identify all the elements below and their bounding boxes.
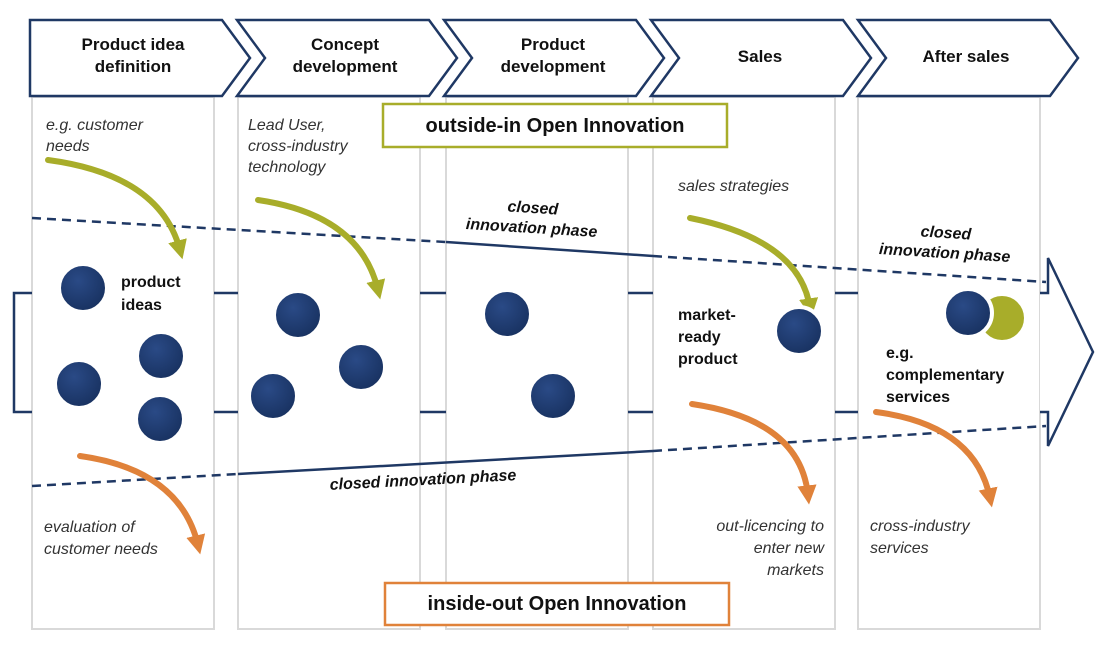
phase-chevron-4 <box>648 18 873 98</box>
lower-boundary-dashed <box>31 472 239 488</box>
column-panel-4 <box>652 96 836 630</box>
outside-in-title: outside-in Open Innovation <box>426 115 685 137</box>
idea-dot <box>135 330 187 382</box>
lower-boundary-solid <box>237 449 654 476</box>
orange-arrow-3 <box>873 409 998 508</box>
idea-dot <box>53 358 105 410</box>
idea-dot <box>57 262 109 314</box>
idea-dot <box>272 289 324 341</box>
upper-boundary-dashed <box>31 216 447 244</box>
inside-out-arrows <box>77 401 998 555</box>
phase-5-label: After sales <box>923 47 1010 66</box>
upper-boundary-dashed-right <box>652 254 1047 284</box>
idea-dot <box>247 370 299 422</box>
outside-in-arrows <box>45 157 819 318</box>
column-panel-2 <box>237 96 421 630</box>
funnel-outline <box>12 257 1095 447</box>
olive-arrow-3 <box>687 215 819 318</box>
closed-phase-boundaries <box>31 216 1047 488</box>
phase-chevron-5 <box>855 18 1080 98</box>
outside-in-box: outside-in Open Innovation <box>381 102 729 149</box>
idea-dot <box>527 370 579 422</box>
idea-dot <box>481 288 533 340</box>
olive-arrow-2 <box>255 197 386 300</box>
phase-chevron-3 <box>441 18 666 98</box>
idea-dots <box>53 262 1028 445</box>
annotation-sales-strategies: sales strategies <box>678 178 789 195</box>
column-panel-3 <box>445 96 629 630</box>
orange-arrow-2 <box>689 401 817 505</box>
phase-chevrons <box>28 18 1080 98</box>
lower-boundary-dashed-right <box>652 424 1047 453</box>
inside-out-title: inside-out Open Innovation <box>428 593 687 615</box>
phase-chevron-2 <box>234 18 459 98</box>
orange-arrow-1 <box>77 453 206 555</box>
phase-chevron-1 <box>28 18 252 98</box>
phase-4-label: Sales <box>738 47 782 66</box>
complementary-dot-navy <box>942 287 994 339</box>
column-panel-5 <box>857 96 1041 630</box>
inside-out-box: inside-out Open Innovation <box>383 581 731 627</box>
idea-dot <box>134 393 186 445</box>
olive-arrow-1 <box>45 157 187 260</box>
idea-dot <box>335 341 387 393</box>
upper-boundary-solid <box>445 240 654 258</box>
market-ready-dot <box>773 305 825 357</box>
